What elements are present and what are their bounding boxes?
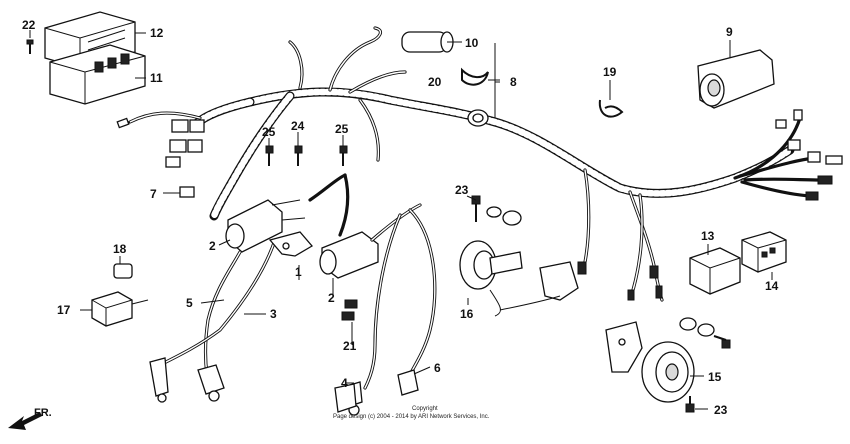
direction-label: FR. bbox=[34, 407, 52, 419]
callout-12[interactable]: 12 bbox=[150, 26, 164, 40]
callout-19[interactable]: 19 bbox=[603, 65, 617, 79]
callout-9[interactable]: 9 bbox=[726, 25, 733, 39]
callout-6[interactable]: 6 bbox=[434, 361, 441, 375]
part-7-connector bbox=[163, 186, 195, 198]
plug-cap-left-1 bbox=[149, 357, 169, 403]
part-18-cap bbox=[113, 263, 133, 279]
horn-bolt-23 bbox=[471, 195, 522, 226]
bolt-25-left bbox=[265, 145, 274, 166]
callout-23-lower[interactable]: 23 bbox=[714, 403, 728, 417]
coil-mounting-bracket bbox=[268, 231, 313, 257]
relay-14 bbox=[741, 231, 787, 273]
ignition-coil-right bbox=[319, 203, 437, 390]
callout-25-left[interactable]: 25 bbox=[262, 125, 276, 139]
callout-15[interactable]: 15 bbox=[708, 370, 722, 384]
front-direction-arrow: FR. bbox=[8, 407, 52, 430]
callout-20[interactable]: 20 bbox=[428, 75, 442, 89]
callout-18[interactable]: 18 bbox=[113, 242, 127, 256]
callout-11[interactable]: 11 bbox=[150, 71, 163, 85]
part-9-cover bbox=[697, 49, 775, 109]
horn bbox=[459, 240, 523, 317]
part-20-clip bbox=[461, 67, 489, 86]
part-15-bracket bbox=[605, 321, 643, 373]
callout-labels: 12 11 22 10 20 8 9 19 13 14 15 23 16 23 … bbox=[22, 18, 779, 417]
callout-23-upper[interactable]: 23 bbox=[455, 183, 469, 197]
plug-cap-left-2 bbox=[197, 364, 225, 402]
harness-connectors-left bbox=[116, 117, 205, 168]
coil-feed-wire-2 bbox=[338, 173, 350, 237]
callout-2-left[interactable]: 2 bbox=[209, 239, 216, 253]
fuse-box bbox=[49, 44, 146, 105]
horn-bracket bbox=[499, 261, 579, 311]
callout-17[interactable]: 17 bbox=[57, 303, 71, 317]
callout-25-right[interactable]: 25 bbox=[335, 122, 349, 136]
callout-2-right[interactable]: 2 bbox=[328, 291, 335, 305]
part-10-cap bbox=[401, 31, 454, 53]
bolt-25-right bbox=[339, 145, 348, 166]
bolt-23-lower bbox=[685, 396, 695, 413]
plug-cap-right-2 bbox=[397, 369, 419, 396]
leader-lines bbox=[29, 30, 773, 410]
callout-13[interactable]: 13 bbox=[701, 229, 715, 243]
harness-connectors-lower bbox=[577, 261, 663, 301]
callout-7[interactable]: 7 bbox=[150, 187, 157, 201]
part-21-clip bbox=[341, 299, 358, 321]
callout-5[interactable]: 5 bbox=[186, 296, 193, 310]
ignition-coil-left bbox=[158, 199, 306, 377]
callout-3[interactable]: 3 bbox=[270, 307, 277, 321]
part-17-switch bbox=[91, 291, 149, 327]
screw-22 bbox=[26, 39, 34, 54]
callout-14[interactable]: 14 bbox=[765, 279, 779, 293]
part-19-clip bbox=[598, 99, 624, 118]
callout-4[interactable]: 4 bbox=[341, 376, 348, 390]
copyright-line-1: Copyright bbox=[412, 406, 438, 412]
part-15-unit bbox=[641, 341, 695, 403]
callout-1[interactable]: 1 bbox=[295, 265, 302, 279]
copyright-notice: Copyright Page design (c) 2004 - 2014 by… bbox=[333, 406, 490, 420]
part-15-hardware bbox=[679, 317, 731, 349]
relay-13 bbox=[689, 247, 741, 295]
callout-22[interactable]: 22 bbox=[22, 18, 36, 32]
callout-24[interactable]: 24 bbox=[291, 119, 305, 133]
callout-10[interactable]: 10 bbox=[465, 36, 479, 50]
callout-8[interactable]: 8 bbox=[510, 75, 517, 89]
part-4-sensor bbox=[334, 383, 357, 413]
coil-feed-wire bbox=[308, 173, 347, 202]
bolt-24 bbox=[294, 145, 303, 166]
harness-connectors-right bbox=[775, 109, 843, 201]
harness-grommet bbox=[467, 109, 489, 127]
callout-21[interactable]: 21 bbox=[343, 339, 357, 353]
copyright-line-2: Page design (c) 2004 - 2014 by ARI Netwo… bbox=[333, 414, 490, 420]
callout-16[interactable]: 16 bbox=[460, 307, 474, 321]
